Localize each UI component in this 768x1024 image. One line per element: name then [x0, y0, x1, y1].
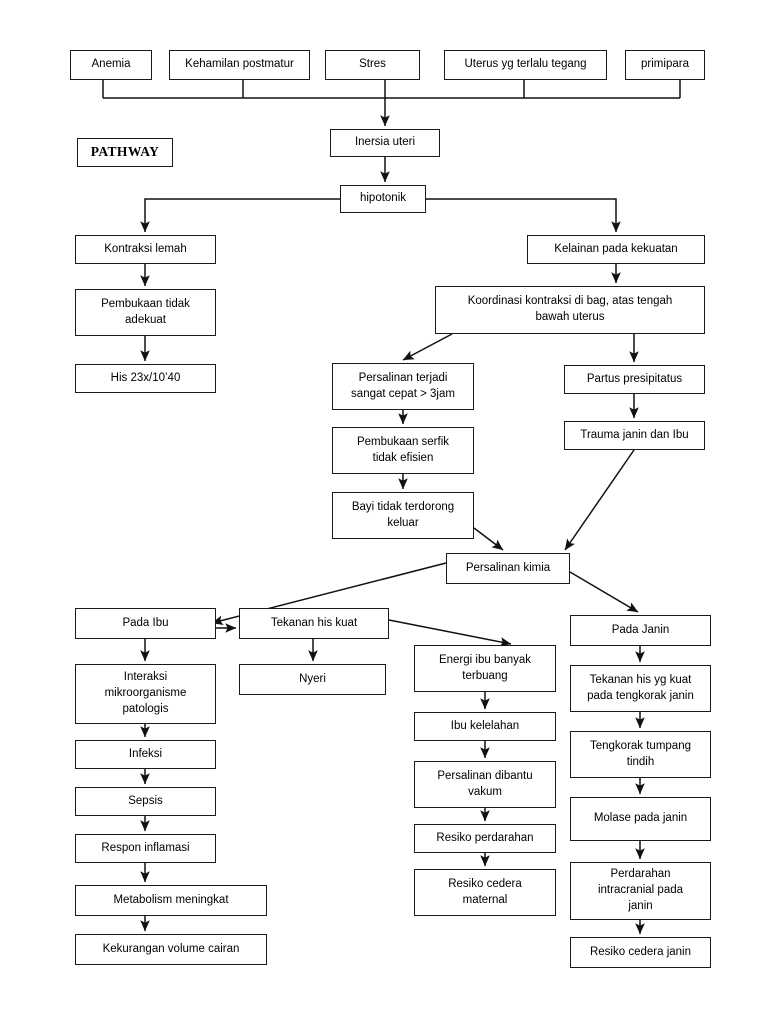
node-label-primipara: primipara: [641, 58, 689, 71]
node-stres[interactable]: Stres: [325, 50, 420, 80]
node-his[interactable]: His 23x/10’40: [75, 364, 216, 393]
node-label-koordinasi: Koordinasi kontraksi di bag, atas tengah…: [467, 295, 673, 323]
node-label-partus: Partus presipitatus: [586, 372, 683, 385]
node-label-molase: Molase pada janin: [593, 812, 688, 825]
node-label-trauma: Trauma janin dan Ibu: [580, 428, 689, 441]
node-label-anemia: Anemia: [91, 58, 131, 71]
edge-trauma-persalinankimia: [564, 449, 635, 551]
node-label-kontraksi-lemah: Kontraksi lemah: [104, 242, 187, 255]
node-kekurangan[interactable]: Kekurangan volume cairan: [75, 934, 267, 965]
node-kelainan-kekuatan[interactable]: Kelainan pada kekuatan: [527, 235, 705, 264]
node-label-inersia-uteri: Inersia uteri: [354, 136, 416, 149]
node-uterus-tegang[interactable]: Uterus yg terlalu tegang: [444, 50, 607, 80]
node-anemia[interactable]: Anemia: [70, 50, 152, 80]
node-metabolism[interactable]: Metabolism meningkat: [75, 885, 267, 916]
node-label-nyeri: Nyeri: [299, 672, 326, 685]
node-pathway[interactable]: PATHWAY: [77, 138, 173, 167]
node-molase[interactable]: Molase pada janin: [570, 797, 711, 841]
node-partus[interactable]: Partus presipitatus: [564, 365, 705, 394]
node-label-resiko-perdarahan: Resiko perdarahan: [436, 831, 534, 844]
edge-hipotonik-kontraksi: [140, 198, 340, 233]
node-label-tekanan-his-kuat: Tekanan his kuat: [270, 616, 358, 629]
node-trauma[interactable]: Trauma janin dan Ibu: [564, 421, 705, 450]
edge-bayitidak-persalinankimia: [473, 527, 504, 551]
node-label-uterus-tegang: Uterus yg terlalu tegang: [464, 58, 587, 71]
node-infeksi[interactable]: Infeksi: [75, 740, 216, 769]
node-hipotonik[interactable]: hipotonik: [340, 185, 426, 213]
node-sepsis[interactable]: Sepsis: [75, 787, 216, 816]
edge-hipotonik-kelainan: [426, 198, 621, 233]
node-label-pathway: PATHWAY: [90, 144, 160, 160]
edge-persalinankimia-padajanin: [569, 571, 639, 613]
node-label-sepsis: Sepsis: [128, 794, 163, 807]
node-ibu-kelelahan[interactable]: Ibu kelelahan: [414, 712, 556, 741]
node-label-kekurangan: Kekurangan volume cairan: [102, 942, 240, 955]
node-primipara[interactable]: primipara: [625, 50, 705, 80]
node-nyeri[interactable]: Nyeri: [239, 664, 386, 695]
node-label-stres: Stres: [359, 58, 386, 71]
node-koordinasi[interactable]: Koordinasi kontraksi di bag, atas tengah…: [435, 286, 705, 334]
node-label-kehamilan: Kehamilan postmatur: [185, 58, 294, 71]
node-label-his: His 23x/10’40: [110, 371, 181, 384]
node-label-hipotonik: hipotonik: [359, 192, 407, 205]
node-resiko-perdarahan[interactable]: Resiko perdarahan: [414, 824, 556, 853]
node-kontraksi-lemah[interactable]: Kontraksi lemah: [75, 235, 216, 264]
node-label-persalinan-kimia: Persalinan kimia: [465, 561, 551, 574]
node-label-pada-ibu: Pada Ibu: [122, 616, 169, 629]
node-respon-inflamasi[interactable]: Respon inflamasi: [75, 834, 216, 863]
node-pada-ibu[interactable]: Pada Ibu: [75, 608, 216, 639]
node-tekanan-his-kuat[interactable]: Tekanan his kuat: [239, 608, 389, 639]
node-label-infeksi: Infeksi: [128, 747, 163, 760]
edge-koordinasi-persalinancepat: [402, 333, 453, 361]
node-persalinan-kimia[interactable]: Persalinan kimia: [446, 553, 570, 584]
node-kehamilan[interactable]: Kehamilan postmatur: [169, 50, 310, 80]
node-label-kelainan-kekuatan: Kelainan pada kekuatan: [554, 242, 678, 255]
node-label-respon-inflamasi: Respon inflamasi: [101, 841, 190, 854]
node-label-resiko-cedera-jan: Resiko cedera janin: [589, 945, 691, 958]
node-inersia-uteri[interactable]: Inersia uteri: [330, 129, 440, 157]
edge-tekananhis-energiibu: [388, 619, 512, 647]
node-label-metabolism: Metabolism meningkat: [113, 893, 229, 906]
node-label-ibu-kelelahan: Ibu kelelahan: [450, 719, 520, 732]
node-resiko-cedera-jan[interactable]: Resiko cedera janin: [570, 937, 711, 968]
node-label-pada-janin: Pada Janin: [611, 623, 670, 636]
node-pada-janin[interactable]: Pada Janin: [570, 615, 711, 646]
